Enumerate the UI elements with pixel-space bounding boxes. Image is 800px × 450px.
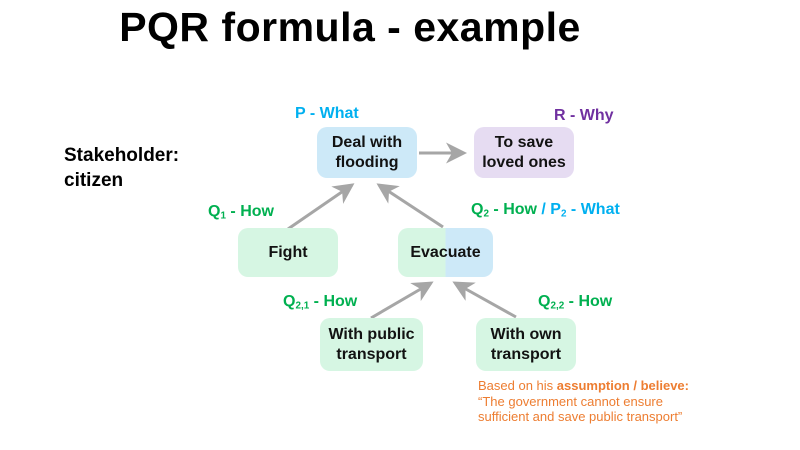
page-title: PQR formula - example (119, 4, 581, 50)
label-p-what: P - What (295, 105, 359, 122)
label-q1-how: Q1 - How (208, 203, 274, 222)
node-text-line: Fight (268, 243, 308, 261)
node-deal-with-flooding: Deal with flooding (317, 127, 417, 178)
arrow-fight-to-deal (287, 183, 355, 231)
node-with-own-transport: With own transport (476, 318, 576, 371)
note-line-2: “The government cannot ensure (478, 393, 663, 409)
node-evacuate: Evacuate (398, 228, 493, 277)
note-line-1: Based on his assumption / believe: (478, 378, 689, 393)
node-text-line: To save (494, 133, 554, 151)
note-line-3: sufficient and save public transport” (478, 409, 683, 424)
node-text-line: With public (328, 325, 415, 343)
label-q2-how-p2-what: Q2 - How / P2 - What (471, 201, 620, 219)
node-to-save-loved-ones: To save loved ones (474, 127, 574, 178)
node-text-line: flooding (335, 153, 399, 171)
arrow-public-to-evacuate (370, 281, 434, 320)
stakeholder-line-1: Stakeholder: (64, 145, 180, 166)
label-q22-how: Q2,2 - How (538, 293, 613, 312)
node-fight: Fight (238, 228, 338, 277)
stakeholder-line-2: citizen (64, 170, 124, 191)
node-text-line: Evacuate (410, 243, 481, 261)
label-r-why: R - Why (554, 107, 614, 124)
label-p2-cyan-part: / P2 - What (541, 201, 620, 220)
assumption-note: Based on his assumption / believe: “The … (478, 378, 778, 425)
node-text-line: loved ones (482, 153, 566, 171)
node-text-line: Deal with (331, 133, 403, 151)
stakeholder-label: Stakeholder: citizen (64, 143, 179, 193)
label-q21-how: Q2,1 - How (283, 293, 358, 312)
node-text-line: transport (490, 345, 562, 363)
label-q2-green-part: Q2 - How (471, 201, 542, 220)
node-with-public-transport: With public transport (320, 318, 423, 371)
node-text-line: With own (490, 325, 562, 343)
node-text-line: transport (336, 345, 407, 363)
arrow-own-to-evacuate (452, 281, 517, 319)
arrow-evacuate-to-deal (376, 183, 444, 229)
